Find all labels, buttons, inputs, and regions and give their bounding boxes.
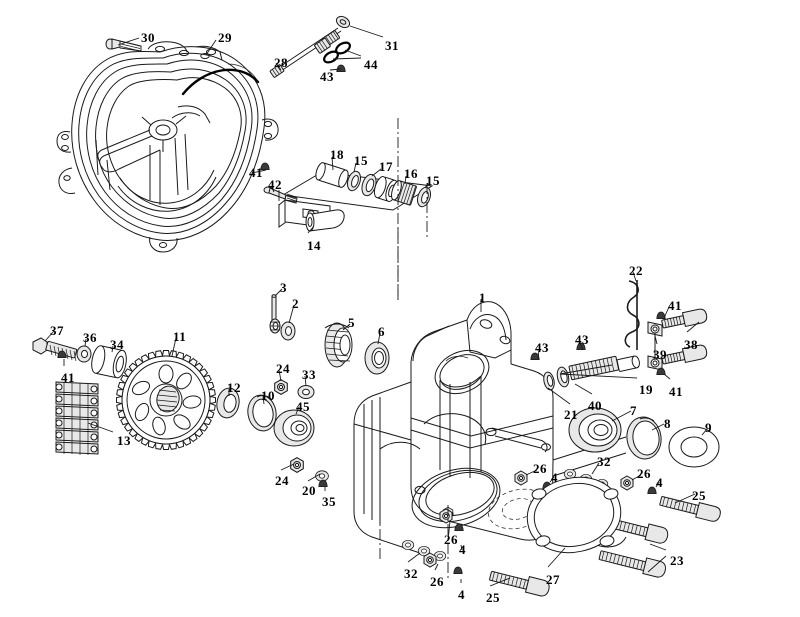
callout-26-c: 26 xyxy=(444,532,458,547)
callout-22: 22 xyxy=(629,263,643,278)
callout-12: 12 xyxy=(227,380,241,395)
callout-6: 6 xyxy=(378,324,385,339)
callout-33: 33 xyxy=(302,367,316,382)
seal-ring-28 xyxy=(181,68,260,96)
callout-24-upper: 24 xyxy=(276,361,290,376)
callout-2: 2 xyxy=(292,296,299,311)
callout-16: 16 xyxy=(404,166,418,181)
callout-32-b: 32 xyxy=(404,566,418,581)
callout-21: 21 xyxy=(564,407,578,422)
callout-45: 45 xyxy=(296,399,310,414)
callout-31: 31 xyxy=(385,38,399,53)
dipstick-31 xyxy=(269,15,351,78)
callout-9: 9 xyxy=(705,420,712,435)
seal-ring-28-inner xyxy=(227,63,259,83)
callout-25-b: 25 xyxy=(486,590,500,605)
tensioner-bracket-14 xyxy=(260,162,345,232)
spring-clip-22 xyxy=(624,280,640,350)
snap-ring-8 xyxy=(626,416,662,460)
bolt-38b xyxy=(661,344,708,365)
bearing-6 xyxy=(364,341,390,375)
callout-43-upper: 43 xyxy=(320,69,334,84)
spacer-12 xyxy=(216,387,240,419)
shaft-pin-3 xyxy=(269,294,296,341)
bracket-39 xyxy=(647,321,663,371)
adjuster-rod-group xyxy=(530,308,708,391)
bolt-23-b xyxy=(598,550,666,578)
callout-26-d: 26 xyxy=(430,574,444,589)
seal-9 xyxy=(668,426,720,468)
callout-43-right: 43 xyxy=(575,332,589,347)
washer-36 xyxy=(76,345,92,363)
callout-4-c: 4 xyxy=(459,542,466,557)
callout-41-left: 41 xyxy=(61,370,75,385)
callout-4-a: 4 xyxy=(551,470,558,485)
callout-19: 19 xyxy=(639,382,653,397)
screw-30 xyxy=(105,38,142,52)
bearing-45 xyxy=(273,409,315,447)
callout-41-upper-right: 41 xyxy=(668,298,682,313)
bearing-7 xyxy=(568,407,622,453)
callout-3: 3 xyxy=(280,280,287,295)
sprocket-11 xyxy=(116,350,216,450)
bolt-38a xyxy=(661,308,708,329)
callout-35: 35 xyxy=(322,494,336,509)
callout-29: 29 xyxy=(218,30,232,45)
callout-5: 5 xyxy=(348,315,355,330)
callout-18: 18 xyxy=(330,147,344,162)
callout-26-b: 26 xyxy=(637,466,651,481)
spacer-34 xyxy=(91,345,127,379)
callout-28: 28 xyxy=(274,55,288,70)
callout-34: 34 xyxy=(110,337,124,352)
callout-39: 39 xyxy=(653,347,667,362)
callout-13: 13 xyxy=(117,433,131,448)
callout-10: 10 xyxy=(261,388,275,403)
fastener-cluster-bottom xyxy=(401,508,550,597)
callout-7: 7 xyxy=(630,403,637,418)
nut-24-upper xyxy=(274,379,288,395)
callout-30: 30 xyxy=(141,30,155,45)
callout-36: 36 xyxy=(83,330,97,345)
callout-1: 1 xyxy=(479,290,486,305)
leader-lines xyxy=(44,25,708,587)
callout-24-lower: 24 xyxy=(275,473,289,488)
callout-17: 17 xyxy=(379,159,393,174)
callout-41-lower-right: 41 xyxy=(669,384,683,399)
callout-37: 37 xyxy=(50,323,64,338)
cover-plate-27 xyxy=(526,476,622,554)
drive-chain-13 xyxy=(55,381,99,455)
callout-15-left: 15 xyxy=(354,153,368,168)
callout-20: 20 xyxy=(302,483,316,498)
callout-4-b: 4 xyxy=(656,475,663,490)
callout-44: 44 xyxy=(364,57,378,72)
callout-32-a: 32 xyxy=(597,454,611,469)
shaft-assembly-group xyxy=(281,162,434,211)
bolt-25-a xyxy=(659,496,721,522)
chaincase-cover-group xyxy=(56,41,279,253)
callout-8: 8 xyxy=(664,416,671,431)
callout-14: 14 xyxy=(307,238,321,253)
callout-15-right: 15 xyxy=(426,173,440,188)
callout-38: 38 xyxy=(684,337,698,352)
callout-26-a: 26 xyxy=(533,461,547,476)
washer-33 xyxy=(297,385,315,399)
callout-23: 23 xyxy=(670,553,684,568)
callout-40: 40 xyxy=(588,398,602,413)
washer-20 xyxy=(315,470,329,482)
callout-42: 42 xyxy=(268,177,282,192)
bolt-25-b xyxy=(489,570,550,597)
callout-11: 11 xyxy=(173,329,187,344)
pinion-gear-5 xyxy=(324,322,353,368)
snap-ring-10 xyxy=(247,394,277,432)
callout-41-bracket: 41 xyxy=(249,165,263,180)
callout-43-left: 43 xyxy=(535,340,549,355)
callout-25-a: 25 xyxy=(692,488,706,503)
callout-4-d: 4 xyxy=(458,587,465,602)
washer-2 xyxy=(280,321,296,341)
callout-27: 27 xyxy=(546,572,560,587)
